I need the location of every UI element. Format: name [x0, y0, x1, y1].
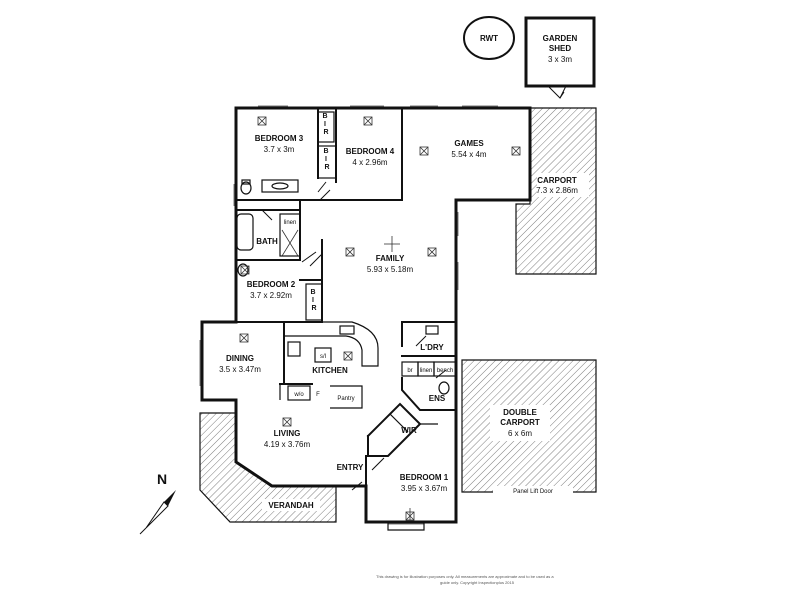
sl-label: s/l [320, 354, 326, 360]
light-icon [345, 247, 355, 257]
doors [261, 91, 565, 491]
north-arrow: N [139, 471, 176, 535]
verandah: VERANDAH [199, 412, 337, 523]
dining-name: DINING [226, 354, 254, 363]
verandah-label: VERANDAH [268, 501, 314, 510]
room-labels: BEDROOM 3 3.7 x 3m BEDROOM 4 4 x 2.96m G… [219, 134, 487, 493]
outer-walls [200, 106, 532, 524]
bench-label: bench [437, 368, 453, 374]
br-label: br [407, 368, 412, 374]
light-icon [419, 146, 429, 156]
bir-letter: B [310, 289, 315, 296]
bir-label-bedroom3: B I R [322, 113, 329, 136]
light-icon [282, 417, 292, 427]
compass-arrow-icon [164, 490, 176, 506]
garden-shed-name-1: GARDEN [543, 34, 578, 43]
linen-label: linen [284, 220, 297, 226]
family-name: FAMILY [376, 254, 405, 263]
disclaimer-line-1: This drawing is for illustration purpose… [376, 574, 554, 579]
bedroom3-name: BEDROOM 3 [255, 134, 304, 143]
walk-out-label: w/o [293, 392, 304, 398]
stove-icon [287, 341, 301, 357]
dining-size: 3.5 x 3.47m [219, 365, 261, 374]
light-icon [239, 333, 249, 343]
bedroom4-name: BEDROOM 4 [346, 147, 395, 156]
garden-shed: GARDEN SHED 3 x 3m [524, 16, 596, 99]
windows [199, 105, 498, 525]
wir-label: WIR [401, 426, 417, 435]
fixtures [236, 179, 450, 531]
light-icon [240, 265, 250, 275]
pantry-label: Pantry [337, 396, 354, 402]
light-icon [257, 116, 267, 126]
bir-letter: I [325, 156, 327, 163]
rwt-tank: RWT [463, 16, 515, 60]
bir-letter: I [324, 121, 326, 128]
interior-walls [235, 107, 457, 487]
disclaimer: This drawing is for illustration purpose… [376, 574, 554, 585]
linen-label-ens: linen [420, 368, 433, 374]
bir-letter: R [324, 164, 329, 171]
bir-letter: B [323, 148, 328, 155]
carport-size: 7.3 x 2.86m [536, 186, 578, 195]
living-size: 4.19 x 3.76m [264, 440, 311, 449]
bir-letter: R [323, 129, 328, 136]
toilet-icon [240, 181, 252, 195]
bir-label-bedroom2: B I R [310, 289, 317, 312]
living-name: LIVING [274, 429, 301, 438]
sl-box [314, 347, 332, 363]
bedroom1-name: BEDROOM 1 [400, 473, 449, 482]
entry-label: ENTRY [337, 463, 364, 472]
bir-letter: R [311, 305, 316, 312]
light-icon [405, 511, 415, 521]
games-size: 5.54 x 4m [451, 150, 486, 159]
panel-lift-door-label: Panel Lift Door [513, 489, 553, 495]
ceiling-lights [239, 116, 521, 521]
double-carport: DOUBLE CARPORT 6 x 6m Panel Lift Door [461, 359, 597, 496]
bedroom2-name: BEDROOM 2 [247, 280, 296, 289]
light-icon [363, 116, 373, 126]
north-label: N [157, 471, 167, 487]
carport-name: CARPORT [537, 176, 577, 185]
garden-shed-size: 3 x 3m [548, 55, 572, 64]
bathtub-icon [236, 213, 254, 251]
vanity-icon [261, 179, 299, 193]
toilet-icon [438, 381, 450, 395]
bir-letter: B [322, 113, 327, 120]
disclaimer-line-2: guide only. Copyright Inspectionplus 201… [440, 580, 515, 585]
bir-label-bedroom4: B I R [323, 148, 330, 171]
light-icon [511, 146, 521, 156]
bedroom2-size: 3.7 x 2.92m [250, 291, 292, 300]
small-labels: BATH linen B I R B I R B I R L'DRY br li… [256, 113, 453, 472]
laundry-label: L'DRY [420, 343, 444, 352]
bath-label: BATH [256, 237, 278, 246]
kitchen-name: KITCHEN [312, 366, 348, 375]
bedroom3-size: 3.7 x 3m [264, 145, 295, 154]
bir-letter: I [312, 297, 314, 304]
ensuite-label: ENS [429, 394, 446, 403]
ceiling-fan-icon [384, 236, 400, 252]
bedroom1-size: 3.95 x 3.67m [401, 484, 448, 493]
sink-icon [339, 325, 355, 335]
rwt-label: RWT [480, 34, 498, 43]
light-icon [343, 351, 353, 361]
double-carport-name-1: DOUBLE [503, 408, 537, 417]
family-size: 5.93 x 5.18m [367, 265, 414, 274]
bedroom4-size: 4 x 2.96m [352, 158, 387, 167]
double-carport-size: 6 x 6m [508, 429, 532, 438]
laundry-tub-icon [425, 325, 439, 335]
carport: CARPORT 7.3 x 2.86m [515, 107, 597, 275]
light-icon [427, 247, 437, 257]
double-carport-name-2: CARPORT [500, 418, 540, 427]
garden-shed-name-2: SHED [549, 44, 571, 53]
toilet-icon [237, 263, 249, 277]
games-name: GAMES [454, 139, 484, 148]
fridge-label: F [316, 392, 320, 398]
